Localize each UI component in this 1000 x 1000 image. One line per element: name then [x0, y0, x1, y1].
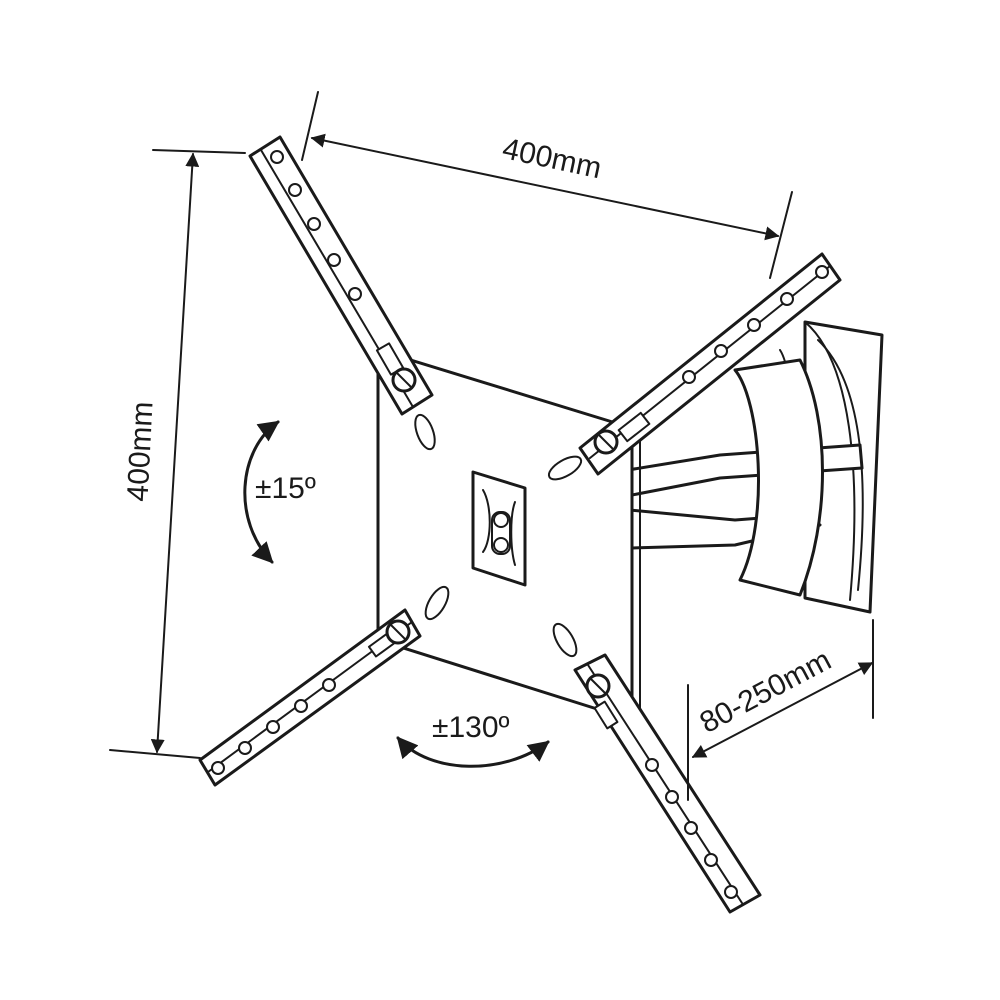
tilt-indicator: ±15º	[243, 420, 316, 564]
mounting-plate	[376, 348, 641, 726]
height-label: 400mm	[121, 401, 159, 503]
dimension-depth: 80-250mm	[687, 619, 874, 801]
bracket-bottom-right	[573, 653, 762, 914]
bracket-top-left	[248, 135, 434, 416]
tilt-label: ±15º	[255, 472, 316, 505]
dimension-height: 400mm	[109, 149, 246, 759]
dimension-width: 400mm	[301, 91, 793, 279]
swivel-label: ±130º	[432, 711, 510, 744]
bracket-top-right	[578, 252, 842, 476]
bracket-bottom-left	[198, 608, 422, 787]
width-label: 400mm	[500, 132, 605, 185]
swivel-indicator: ±130º	[396, 711, 550, 768]
depth-label: 80-250mm	[694, 643, 836, 739]
swing-arm	[626, 358, 864, 597]
